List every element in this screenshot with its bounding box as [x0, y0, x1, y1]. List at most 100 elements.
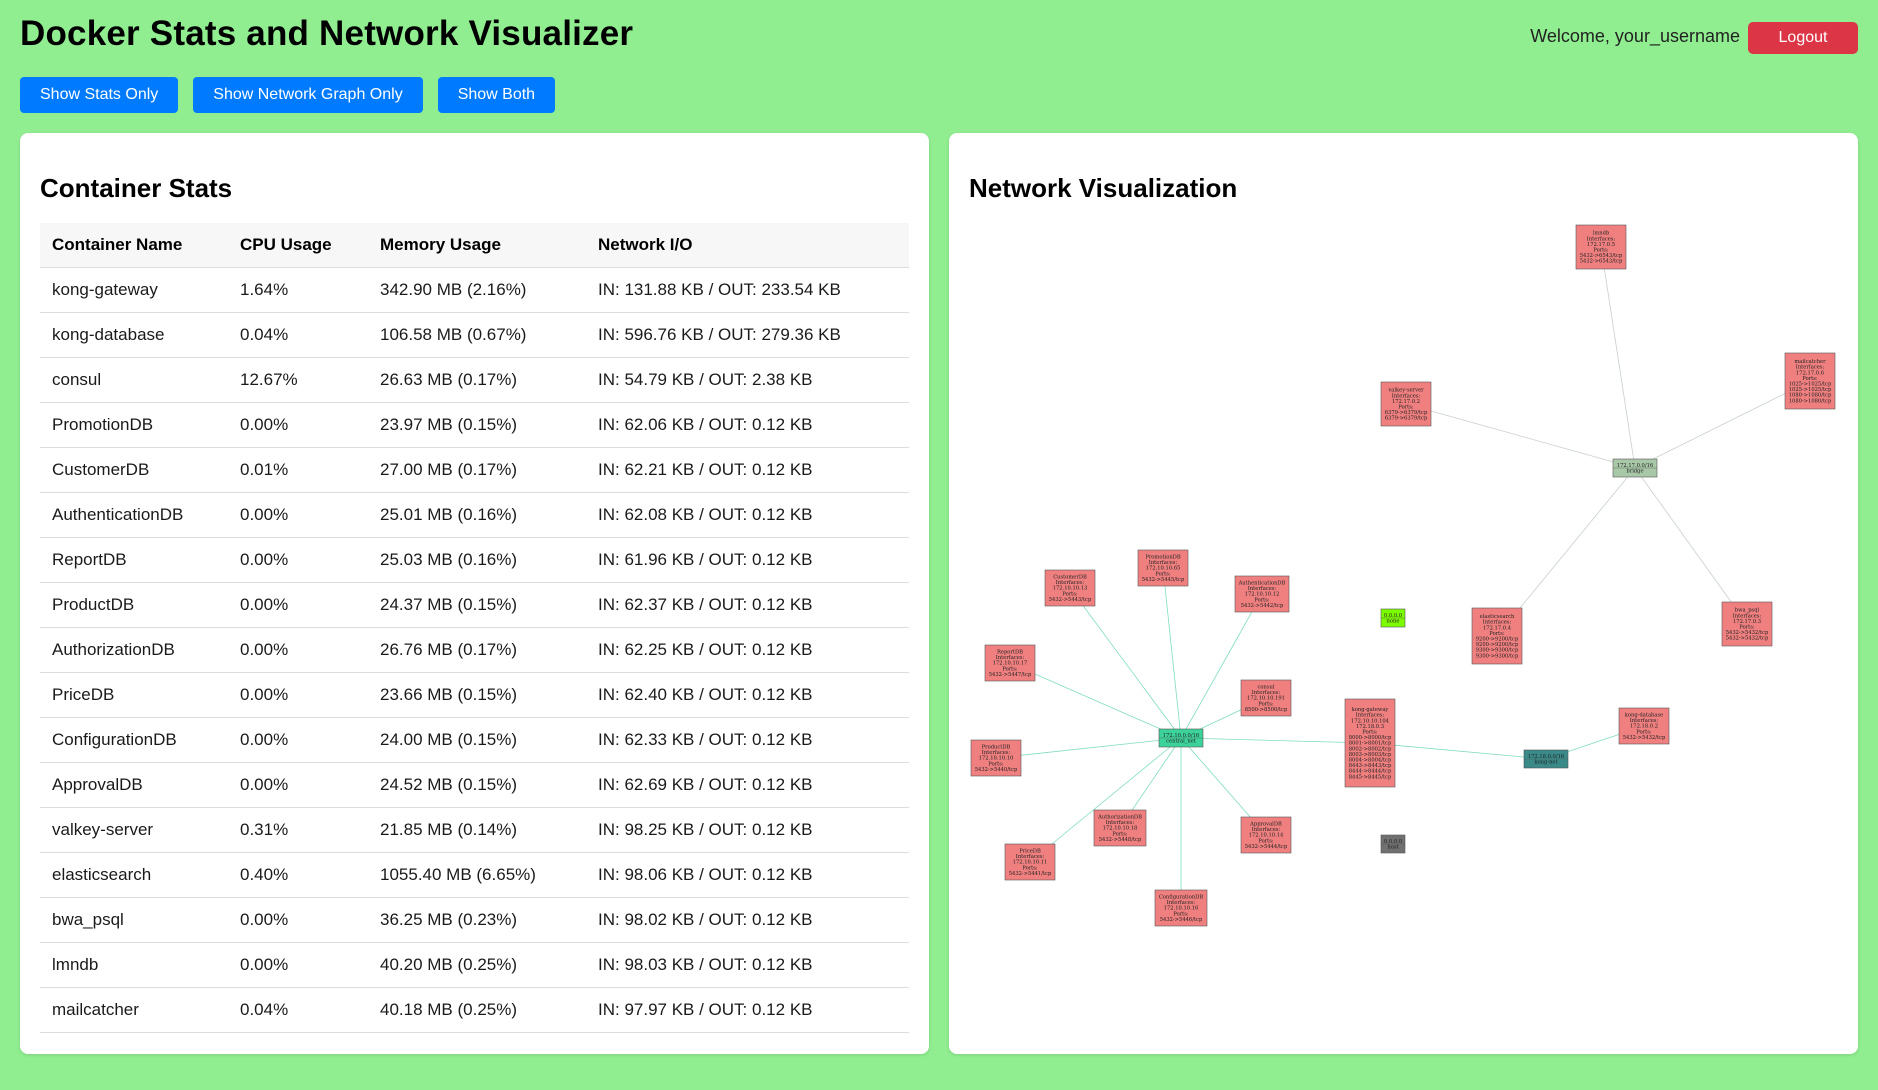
node-label: Interfaces: [1587, 236, 1616, 242]
cpu-usage-cell: 0.00% [228, 402, 368, 448]
node-label: 172.18.0.0/16 [1528, 754, 1564, 760]
container-node-kong-gateway[interactable]: kong-gatewayInterfaces:172.10.10.104172.… [1344, 698, 1396, 788]
network-edge [1029, 737, 1182, 863]
node-label: 6379->6379/tcp [1385, 410, 1428, 416]
container-node-price[interactable]: PriceDBInterfaces:172.10.10.11Ports:5432… [1004, 843, 1056, 881]
container-name-cell: CustomerDB [40, 447, 228, 493]
network-io-cell: IN: 98.02 KB / OUT: 0.12 KB [586, 897, 909, 943]
node-label: bridge [1626, 468, 1643, 474]
show-both-button[interactable]: Show Both [437, 77, 556, 113]
container-node-approval[interactable]: ApprovalDBInterfaces:172.10.10.14Ports:5… [1240, 816, 1292, 854]
column-header-cpu-usage: CPU Usage [228, 223, 368, 268]
node-label: 8002->8002/tcp [1349, 746, 1392, 752]
container-name-cell: PromotionDB [40, 402, 228, 448]
node-label: Ports: [1022, 865, 1038, 871]
network-io-cell: IN: 54.79 KB / OUT: 2.38 KB [586, 357, 909, 403]
network-io-cell: IN: 62.08 KB / OUT: 0.12 KB [586, 492, 909, 538]
memory-usage-cell: 26.76 MB (0.17%) [368, 627, 586, 673]
container-node-bwa[interactable]: bwa_psqlInterfaces:172.17.0.3Ports:5432-… [1721, 601, 1773, 647]
memory-usage-cell: 1055.40 MB (6.65%) [368, 852, 586, 898]
node-label: 6379->6379/tcp [1385, 416, 1428, 422]
node-label: 5432->5446/tcp [1160, 917, 1203, 923]
container-node-consul[interactable]: consulInterfaces:172.10.10.191Ports:8500… [1240, 679, 1292, 717]
container-node-product[interactable]: ProductDBInterfaces:172.10.10.10Ports:54… [970, 739, 1022, 777]
memory-usage-cell: 24.37 MB (0.15%) [368, 582, 586, 628]
node-box [1575, 224, 1627, 270]
node-label: Ports: [1489, 631, 1505, 637]
node-label: Ports: [1258, 701, 1274, 707]
node-box [1721, 601, 1773, 647]
container-node-lmndb[interactable]: lmndbInterfaces:172.17.0.5Ports:5432->65… [1575, 224, 1627, 270]
container-node-valkey[interactable]: valkey-serverInterfaces:172.17.0.2Ports:… [1380, 381, 1432, 427]
logout-button[interactable]: Logout [1748, 22, 1858, 54]
node-label: 9200->9200/tcp [1476, 642, 1519, 648]
node-label: 8003->8003/tcp [1349, 752, 1392, 758]
container-node-promotion[interactable]: PromotionDBInterfaces:172.10.10.65Ports:… [1137, 549, 1189, 587]
node-label: ReportDB [997, 649, 1023, 655]
node-label: 172.18.0.2 [1630, 724, 1658, 730]
node-label: Ports: [1593, 247, 1609, 253]
node-label: mailcatcher [1794, 359, 1826, 365]
container-node-configuration[interactable]: ConfigurationDBInterfaces:172.10.10.16Po… [1154, 889, 1208, 927]
container-node-elastic[interactable]: elasticsearchInterfaces:172.17.0.4Ports:… [1471, 607, 1523, 665]
network-edge [1405, 403, 1636, 469]
node-box [984, 644, 1036, 682]
view-toolbar: Show Stats Only Show Network Graph Only … [20, 77, 556, 113]
show-stats-only-button[interactable]: Show Stats Only [20, 77, 179, 113]
node-label: 172.10.10.10 [979, 756, 1014, 762]
memory-usage-cell: 342.90 MB (2.16%) [368, 267, 586, 313]
network-io-cell: IN: 98.06 KB / OUT: 0.12 KB [586, 852, 909, 898]
node-label: Ports: [1398, 404, 1414, 410]
node-label: 5432->5443/tcp [1049, 597, 1092, 603]
container-name-cell: ReportDB [40, 537, 228, 583]
node-label: 172.17.0.4 [1483, 625, 1512, 631]
container-name-cell: AuthenticationDB [40, 492, 228, 538]
node-label: 9300->9300/tcp [1476, 648, 1519, 654]
node-label: Interfaces: [1733, 613, 1762, 619]
cpu-usage-cell: 0.01% [228, 447, 368, 493]
node-label: 172.10.10.16 [1164, 906, 1199, 912]
show-network-graph-only-button[interactable]: Show Network Graph Only [193, 77, 423, 113]
network-io-cell: IN: 62.33 KB / OUT: 0.12 KB [586, 717, 909, 763]
node-label: 172.10.10.65 [1146, 566, 1181, 572]
container-name-cell: elasticsearch [40, 852, 228, 898]
cpu-usage-cell: 1.64% [228, 267, 368, 313]
container-node-authorization[interactable]: AuthorizationDBInterfaces:172.10.10.18Po… [1093, 809, 1147, 847]
container-name-cell: kong-database [40, 312, 228, 358]
network-io-cell: IN: 98.25 KB / OUT: 0.12 KB [586, 807, 909, 853]
container-node-kong-database[interactable]: kong-databaseInterfaces:172.18.0.2Ports:… [1618, 707, 1670, 745]
node-label: host [1387, 844, 1399, 850]
node-label: Ports: [1155, 571, 1171, 577]
container-name-cell: valkey-server [40, 807, 228, 853]
node-label: none [1387, 618, 1400, 624]
container-node-customer[interactable]: CustomerDBInterfaces:172.10.10.13Ports:5… [1044, 569, 1096, 607]
container-stats-table: Container Name CPU Usage Memory Usage Ne… [40, 223, 909, 1033]
network-edge [1162, 567, 1182, 739]
node-box [1240, 816, 1292, 854]
memory-usage-cell: 23.97 MB (0.15%) [368, 402, 586, 448]
node-label: 172.17.0.5 [1587, 242, 1615, 248]
node-label: valkey-server [1387, 388, 1424, 394]
network-edge [1634, 380, 1811, 469]
column-header-container-name: Container Name [40, 223, 228, 268]
container-node-report[interactable]: ReportDBInterfaces:172.10.10.17Ports:543… [984, 644, 1036, 682]
node-box [1044, 569, 1096, 607]
container-node-mailcatcher[interactable]: mailcatcherInterfaces:172.17.0.6Ports:10… [1784, 352, 1836, 410]
node-label: Interfaces: [1056, 580, 1085, 586]
cpu-usage-cell: 0.00% [228, 492, 368, 538]
container-node-authentication[interactable]: AuthenticationDBInterfaces:172.10.10.12P… [1234, 575, 1290, 613]
node-label: 172.10.10.11 [1013, 860, 1048, 866]
